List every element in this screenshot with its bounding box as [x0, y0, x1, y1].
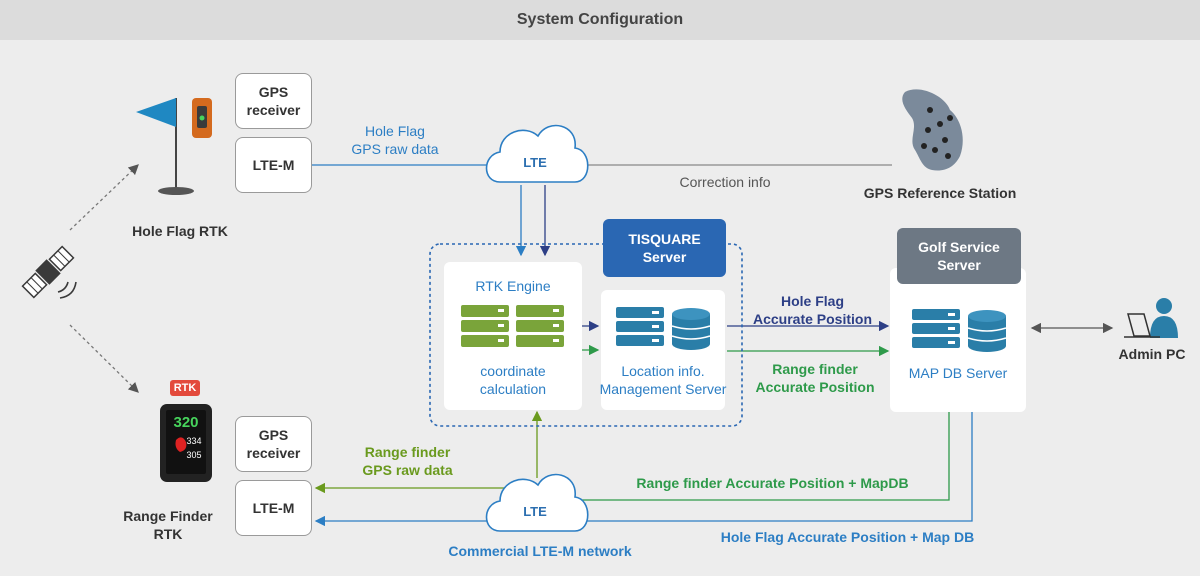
- lte-cloud-bottom: [485, 473, 589, 532]
- lte-cloud-bottom-label: LTE: [523, 504, 547, 519]
- lte-cloud-top-label: LTE: [523, 155, 547, 170]
- reference-station-label: GPS Reference Station: [863, 185, 1017, 201]
- tisquare-container: [429, 243, 743, 427]
- rtk-engine-caption: coordinate calculation: [479, 363, 547, 397]
- tisquare-server-tag: TISQUARE Server: [603, 219, 726, 277]
- range-finder-rtk-label: Range Finder RTK: [123, 508, 213, 542]
- location-server-caption: Location info. Management Server: [599, 363, 727, 397]
- satellite-to-flag-arrow: [69, 164, 139, 231]
- rangefinder-lte-m-box: LTE-M: [235, 480, 312, 536]
- range-finder-mapdb-label: Range finder Accurate Position + MapDB: [636, 475, 909, 491]
- rangefinder-screen-sub2: 305: [186, 450, 202, 460]
- golf-service-panel: [890, 268, 1026, 412]
- page-title: System Configuration: [0, 0, 1200, 40]
- admin-pc-label: Admin PC: [1118, 346, 1186, 362]
- flag-gps-receiver-box: GPS receiver: [235, 73, 312, 129]
- satellite-icon: [21, 245, 75, 299]
- range-finder-device-icon: [160, 404, 212, 482]
- rtk-engine-title: RTK Engine: [475, 278, 551, 294]
- rtk-badge: RTK: [173, 382, 197, 394]
- admin-pc-icon: [1124, 298, 1178, 338]
- hole-flag-accurate-label: Hole Flag Accurate Position: [752, 293, 873, 327]
- lte-cloud-top: [485, 124, 589, 183]
- hole-flag-mapdb-label: Hole Flag Accurate Position + Map DB: [720, 529, 975, 545]
- map-db-server-caption: MAP DB Server: [908, 365, 1008, 381]
- range-finder-accurate-label: Range finder Accurate Position: [755, 361, 875, 395]
- golf-service-server-tag: Golf Service Server: [897, 228, 1021, 284]
- korea-map-icon: [902, 89, 963, 171]
- rangefinder-gps-receiver-box: GPS receiver: [235, 416, 312, 472]
- commercial-network-label: Commercial LTE-M network: [448, 543, 632, 559]
- satellite-to-rangefinder-arrow: [69, 324, 139, 393]
- correction-info-label: Correction info: [679, 174, 771, 190]
- hole-flag-icon: [136, 98, 212, 195]
- rtk-badge-shape: [170, 380, 200, 396]
- rangefinder-screen-main: 320: [173, 414, 199, 431]
- flag-lte-m-box: LTE-M: [235, 137, 312, 193]
- hole-flag-rtk-label: Hole Flag RTK: [132, 223, 228, 239]
- hole-flag-raw-label: Hole Flag GPS raw data: [351, 123, 439, 157]
- range-finder-raw-label: Range finder GPS raw data: [362, 444, 453, 478]
- rangefinder-screen-sub1: 334: [186, 436, 202, 446]
